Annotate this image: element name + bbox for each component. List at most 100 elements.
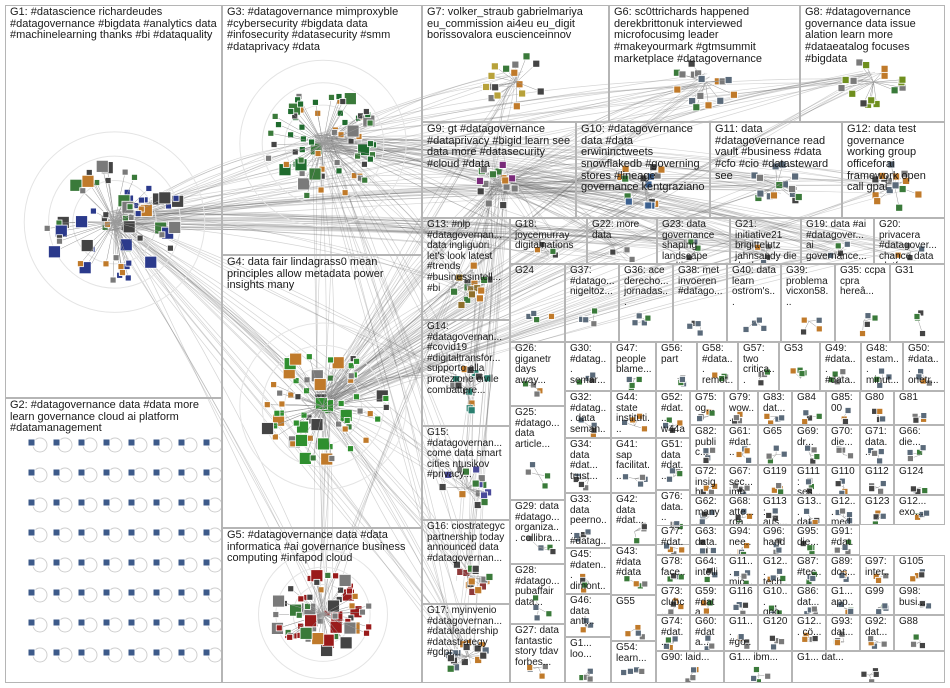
group-g89: G89: doc... [826, 555, 860, 585]
group-nodes [696, 408, 716, 422]
group-label: G90: laid... [661, 652, 710, 663]
group-label: G37: #datago... nigeltoz... [570, 265, 615, 298]
group-label: G1... ibm... [729, 652, 778, 663]
group-g12b: G12... med... [826, 495, 860, 525]
group-nodes [666, 467, 684, 483]
group-label: G70: die... [831, 426, 853, 448]
group-label: G95: die... [797, 526, 819, 548]
group-nodes [772, 537, 783, 554]
group-label: G14: #datagovernan... #covid19 #digitalt… [427, 321, 503, 396]
group-label: G12... exo... [899, 496, 927, 518]
group-g35: G35: ccpa cpra hereâ... [835, 264, 890, 342]
group-g64: G64: intelli... [690, 555, 724, 585]
group-label: G116 [729, 586, 753, 597]
group-g24: G24 [510, 264, 565, 342]
group-g95: G95: die... [792, 525, 826, 555]
group-nodes [450, 261, 494, 309]
group-nodes [765, 444, 788, 464]
group-label: G13... dat... [797, 496, 822, 525]
group-label: G72: insigh... [695, 466, 717, 495]
group-nodes [684, 666, 700, 682]
group-g1y: G1... loo... [565, 637, 611, 683]
group-nodes [801, 409, 823, 424]
group-g32: G32: #datag... data seman... [565, 391, 611, 438]
group-label: G67: sec... imp... [729, 466, 754, 495]
group-nodes [633, 522, 648, 544]
group-label: G43: #data #data [616, 546, 642, 579]
group-nodes [669, 520, 684, 531]
group-label: G63: data... [695, 526, 718, 555]
group-label: G75: og... [695, 392, 717, 414]
group-label: G74: #dat... [661, 616, 684, 649]
group-label: G79: wow... [729, 392, 755, 425]
group-label: G45: #daten... dimont... [570, 549, 607, 593]
group-g92: G92: dat... [860, 615, 894, 651]
group-label: G11... mic... [729, 556, 753, 585]
group-label: G5: #datagovernance data #data informati… [227, 529, 406, 565]
group-label: G88 [899, 616, 918, 627]
group-label: G96: hand [763, 526, 786, 548]
group-nodes [620, 666, 646, 676]
group-g1x: G1... app... [826, 585, 860, 615]
group-g90: G90: laid... [656, 651, 724, 683]
group-g63: G63: data... [690, 525, 724, 555]
group-nodes [913, 509, 930, 521]
group-label: G66: die... [899, 426, 921, 448]
group-label: G120 [763, 616, 788, 627]
group-g55: G55 [611, 595, 656, 641]
group-label: G57: two critica... [743, 343, 775, 386]
group-label: G113: aus... [763, 496, 788, 525]
group-nodes [522, 380, 544, 398]
group-label: G6: sc0ttrichards happened derekbrittonu… [614, 6, 762, 65]
group-label: G12... tech... [763, 556, 788, 585]
group-label: G112 [865, 466, 889, 477]
group-nodes [702, 446, 716, 464]
group-g65: G65 [758, 425, 792, 465]
group-nodes [575, 371, 597, 386]
group-g49: G49: #data... #data... [820, 342, 861, 391]
group-g33: G33: data peerno... #datag... [565, 493, 611, 548]
group-g21: G21: initiative21 brigittelutz jahnsandy… [730, 218, 801, 264]
group-g54: G54: learn... [611, 641, 656, 683]
group-nodes [532, 594, 553, 622]
group-g16: G16: ciostrategyc partnership today anno… [422, 520, 510, 604]
group-label: G8: #datagovernance governance data issu… [805, 6, 916, 65]
group-label: G48: estam... minut... [866, 343, 899, 386]
group-nodes [911, 412, 928, 424]
group-label: G94: nee... [729, 526, 752, 555]
group-nodes [770, 482, 785, 494]
group-g37: G37: #datago... nigeltoz... [565, 264, 619, 342]
group-label: G62: many... [695, 496, 720, 525]
group-label: G1: #datascience richardeudes #datagover… [10, 6, 217, 42]
group-g39: G39: problema vicxon58... [781, 264, 835, 342]
group-g96: G96: hand [758, 525, 792, 555]
group-label: G34: data #dat... trust... [570, 439, 598, 482]
group-label: G84 [797, 392, 816, 403]
group-g11b: G11... mic... [724, 555, 758, 585]
group-nodes [833, 630, 846, 647]
group-nodes [482, 52, 545, 111]
group-nodes [698, 509, 716, 524]
group-g111: G111: ses... [792, 465, 826, 495]
group-g97: G97: inter... [860, 555, 894, 585]
group-nodes [835, 445, 854, 460]
group-label: G26: giganetr days away... [515, 343, 552, 386]
group-label: G89: doc... [831, 556, 856, 578]
group-label: G19: data #ai #datagover... ai governanc… [806, 219, 867, 262]
group-nodes [742, 316, 768, 333]
group-g43: G43: #data #data [611, 545, 656, 595]
group-nodes [579, 617, 594, 634]
group-g42: G42: data #dat... [611, 493, 656, 545]
group-g10b: G10... goo... [758, 585, 792, 615]
group-nodes [699, 538, 717, 554]
group-nodes [872, 571, 890, 584]
group-label: G60: #data... [695, 616, 717, 649]
group-g28: G28: #datago... pubaffair data... [510, 564, 565, 624]
group-g61: G61: #dat... [724, 425, 758, 465]
group-label: G78: face... [661, 556, 686, 585]
group-g58: G58: #data... remot... [697, 342, 738, 391]
group-nodes [763, 412, 786, 424]
group-g45: G45: #daten... dimont... [565, 548, 611, 594]
group-g36: G36: ace derecho... jornadas... [619, 264, 673, 342]
group-label: G31 [895, 265, 914, 276]
